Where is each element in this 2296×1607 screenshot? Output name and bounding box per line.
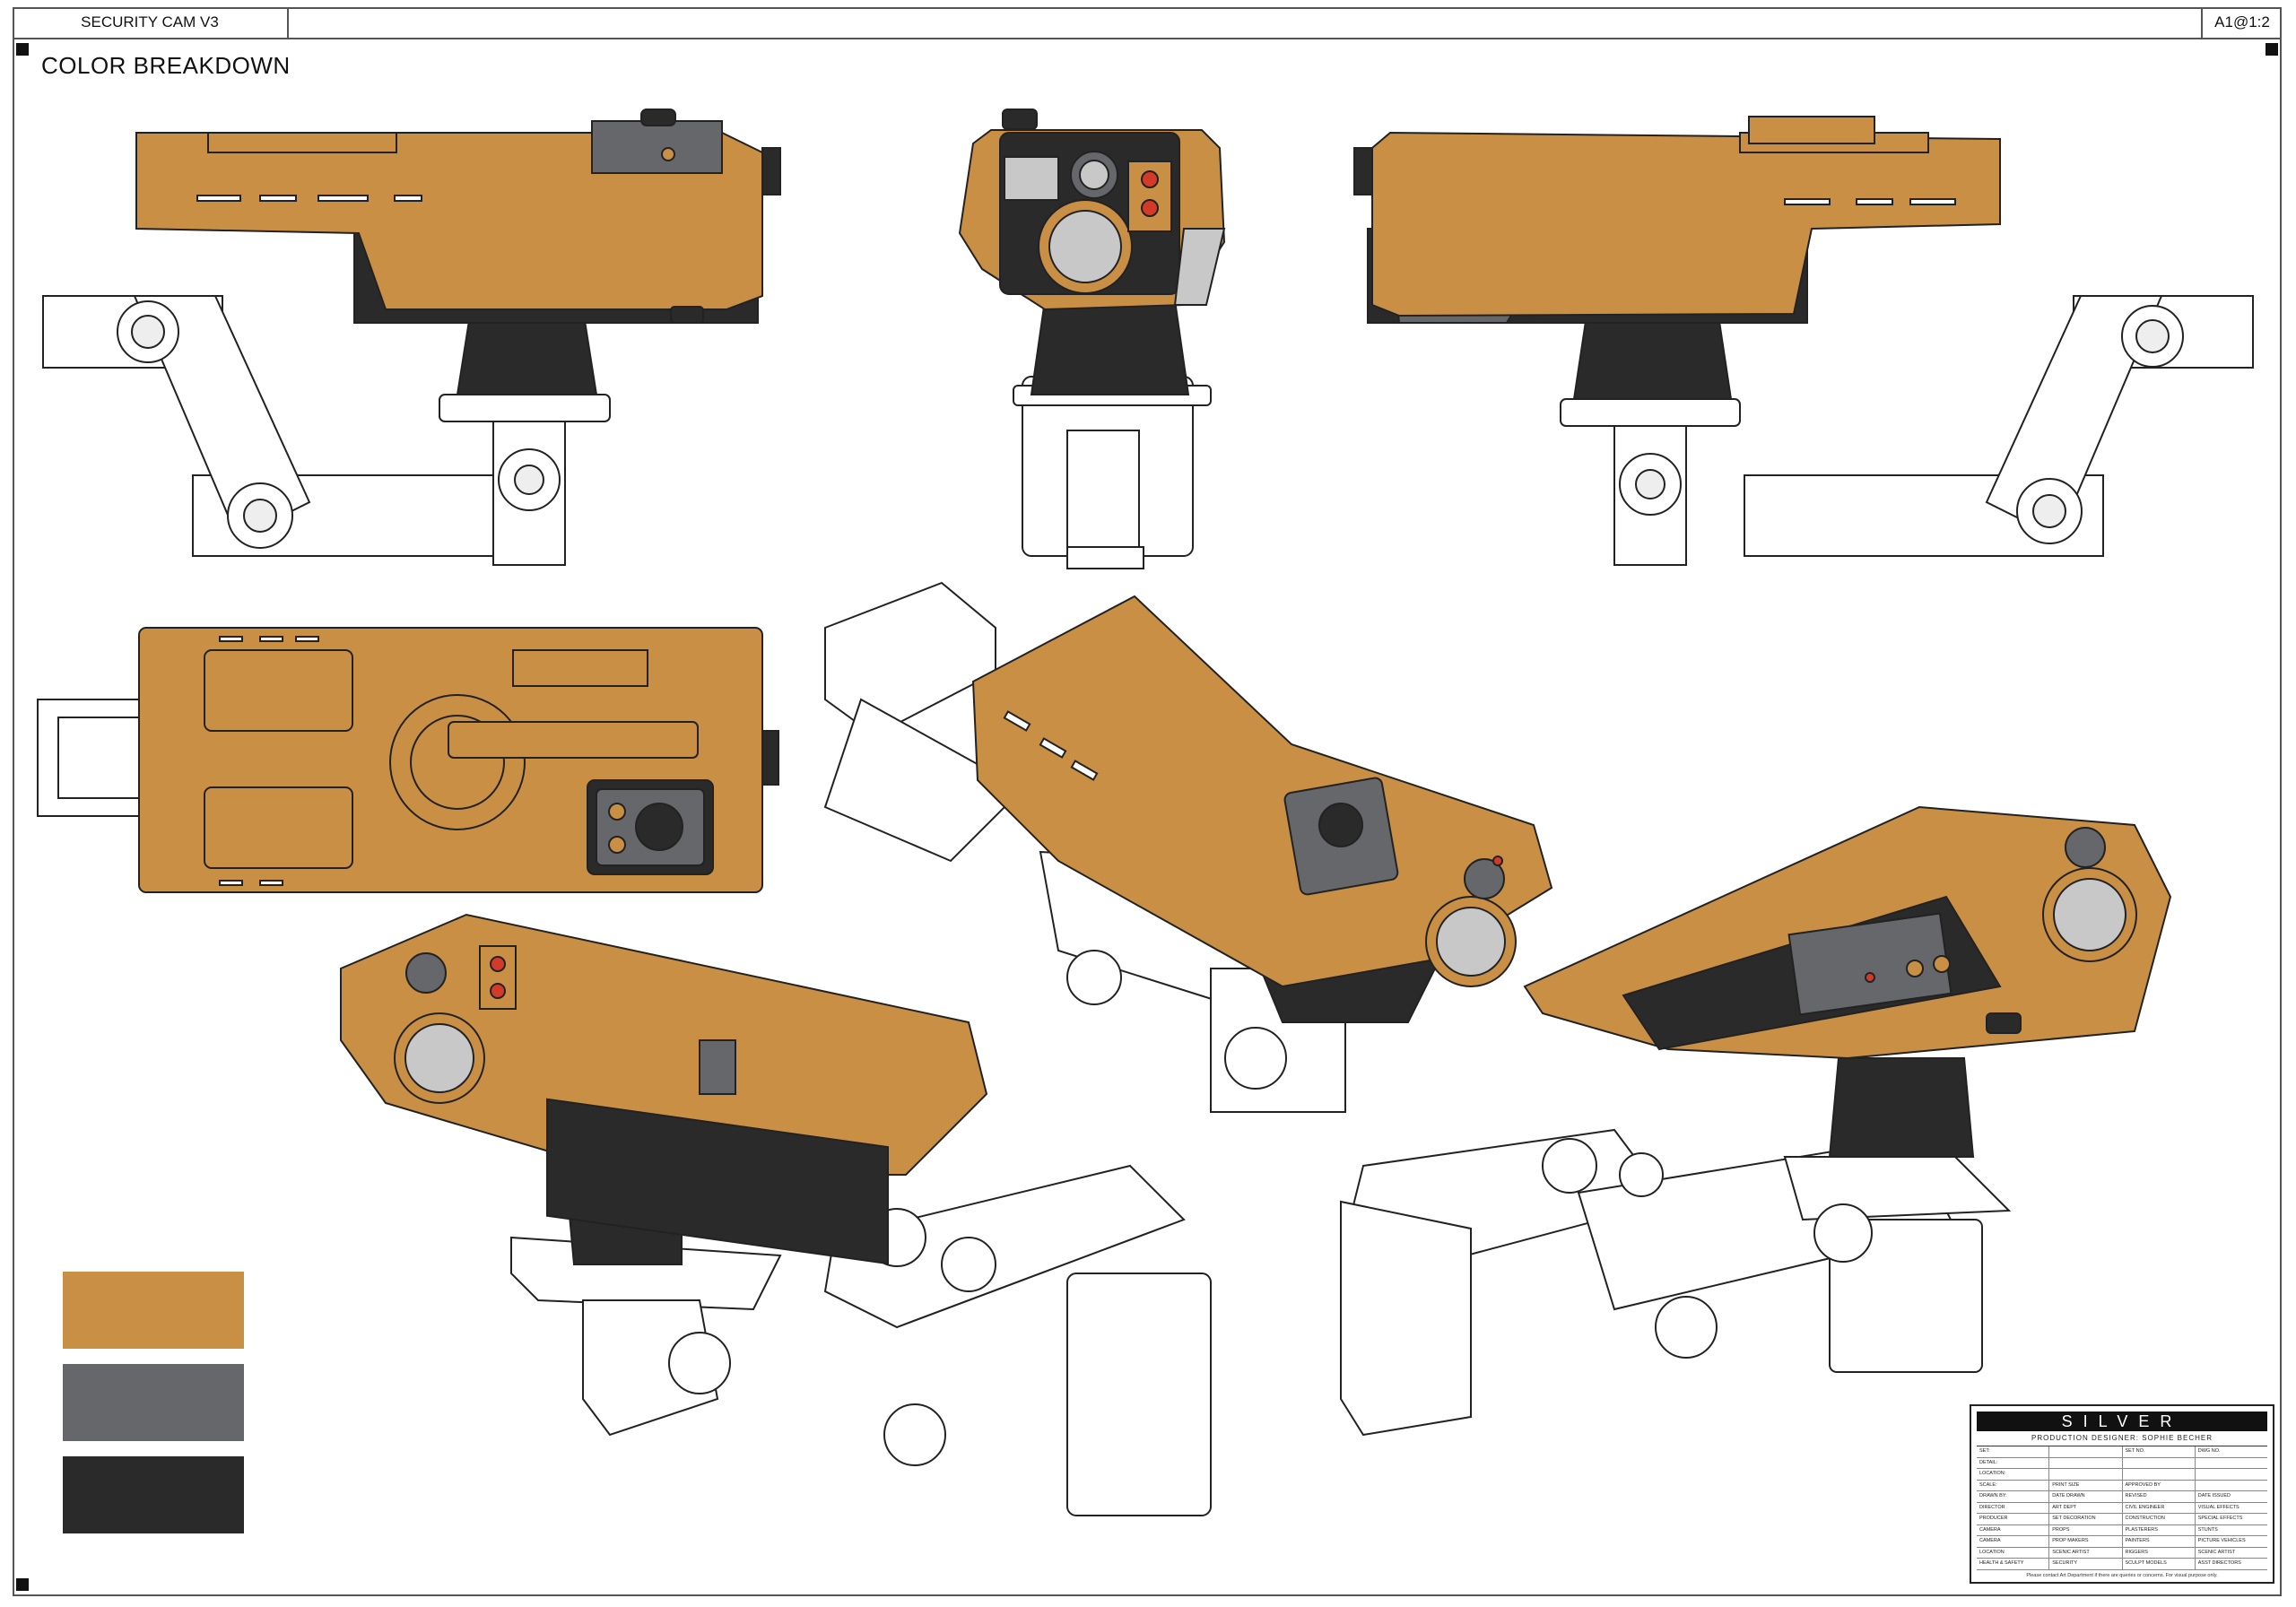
title-block-cell: SCULPT MODELS	[2123, 1559, 2196, 1569]
title-block-cell: CAMERA	[1977, 1536, 2050, 1547]
corner-mark-top-right	[2266, 43, 2278, 56]
title-block-cell: SPECIAL EFFECTS	[2197, 1516, 2243, 1521]
title-block-cell: PLASTERERS	[2123, 1524, 2196, 1535]
title-block-row: DETAIL:	[1977, 1457, 2267, 1469]
view-iso-lower-left	[340, 913, 1212, 1516]
title-block-cell	[2049, 1469, 2123, 1480]
title-block-cell: DWG NO.	[2197, 1448, 2221, 1454]
title-block-cell: SCALE:	[1977, 1480, 2050, 1490]
title-block-cell	[2196, 1458, 2267, 1469]
title-block-cell: DATE DRAWN	[2049, 1491, 2123, 1502]
section-title: COLOR BREAKDOWN	[41, 52, 291, 79]
title-block-cell: DIRECTOR	[1977, 1502, 2050, 1513]
title-block-cell: PAINTERS	[2123, 1536, 2196, 1547]
title-block-cell: SCENIC ARTIST	[2049, 1547, 2123, 1558]
title-block-cell	[2123, 1457, 2196, 1468]
sheet-border	[13, 7, 2282, 1596]
title-block: SILVER PRODUCTION DESIGNER: SOPHIE BECHE…	[1970, 1404, 2274, 1584]
view-top	[37, 627, 779, 893]
swatch-orange	[63, 1272, 244, 1349]
title-block-row: LOCATION:	[1977, 1469, 2267, 1481]
title-block-cell: RIGGERS	[2123, 1547, 2196, 1558]
sheet-title: SECURITY CAM V3	[13, 7, 289, 38]
title-block-cell: CIVIL ENGINEER	[2123, 1502, 2196, 1513]
corner-mark-bottom-left	[16, 1578, 29, 1591]
view-iso-lower-right	[1340, 805, 2172, 1437]
view-side-right	[1353, 116, 2254, 566]
title-block-cell: LOCATION	[1977, 1547, 2050, 1558]
title-block-cell: ASST DIRECTORS	[2197, 1560, 2241, 1566]
swatch-black	[63, 1456, 244, 1533]
title-block-cell: APPROVED BY	[2123, 1480, 2196, 1490]
title-block-cell: PROP MAKERS	[2049, 1536, 2123, 1547]
title-block-row: SET: SET NO.DWG NO.	[1977, 1446, 2267, 1458]
view-side-left	[42, 109, 781, 566]
view-iso-center	[823, 581, 1553, 1113]
sheet-scale: A1@1:2	[2201, 7, 2282, 38]
title-block-note: Please contact Art Department if there a…	[2026, 1572, 2218, 1578]
title-block-cell: PROPS	[2049, 1524, 2123, 1535]
swatch-gray	[63, 1364, 244, 1441]
header-bar: SECURITY CAM V3 A1@1:2	[13, 7, 2282, 39]
title-block-cell: LOCATION:	[1977, 1469, 2050, 1480]
title-block-cell: SET DECORATION	[2049, 1514, 2123, 1524]
title-block-logo: SILVER	[1977, 1412, 2267, 1431]
title-block-cell: VISUAL EFFECTS	[2197, 1504, 2239, 1510]
title-block-cell	[2049, 1457, 2123, 1468]
title-block-cell: SCENIC ARTIST	[2197, 1549, 2236, 1555]
title-block-cell: CAMERA	[1977, 1524, 2050, 1535]
title-block-designer: PRODUCTION DESIGNER: SOPHIE BECHER	[2031, 1434, 2213, 1442]
title-block-grid: SET: SET NO.DWG NO. DETAIL:LOCATION:SCALE:…	[1977, 1446, 2267, 1570]
title-block-cell: PRODUCER	[1977, 1514, 2050, 1524]
title-block-cell: DATE ISSUED	[2197, 1493, 2231, 1498]
title-block-cell: STUNTS	[2197, 1526, 2218, 1533]
title-block-cell	[2049, 1446, 2123, 1457]
title-block-cell: SECURITY	[2049, 1559, 2123, 1569]
title-block-cell: SET:	[1977, 1446, 2050, 1457]
title-block-cell: HEALTH & SAFETY	[1977, 1559, 2050, 1569]
title-block-cell: PICTURE VEHICLES	[2197, 1538, 2246, 1543]
title-block-cell	[2123, 1469, 2196, 1480]
title-block-cell: ART DEPT	[2049, 1502, 2123, 1513]
title-block-cell: DETAIL:	[1977, 1457, 2050, 1468]
title-block-cell: SET NO.	[2123, 1446, 2196, 1457]
title-block-cell: REVISED	[2123, 1491, 2196, 1502]
view-front	[958, 109, 1226, 569]
title-block-cell	[2196, 1481, 2267, 1491]
title-block-cell: DRAWN BY:	[1977, 1491, 2050, 1502]
title-block-cell: CONSTRUCTION	[2123, 1514, 2196, 1524]
title-block-cell: PRINT SIZE	[2049, 1480, 2123, 1490]
title-block-cell	[2196, 1469, 2267, 1480]
corner-mark-top-left	[16, 43, 29, 56]
